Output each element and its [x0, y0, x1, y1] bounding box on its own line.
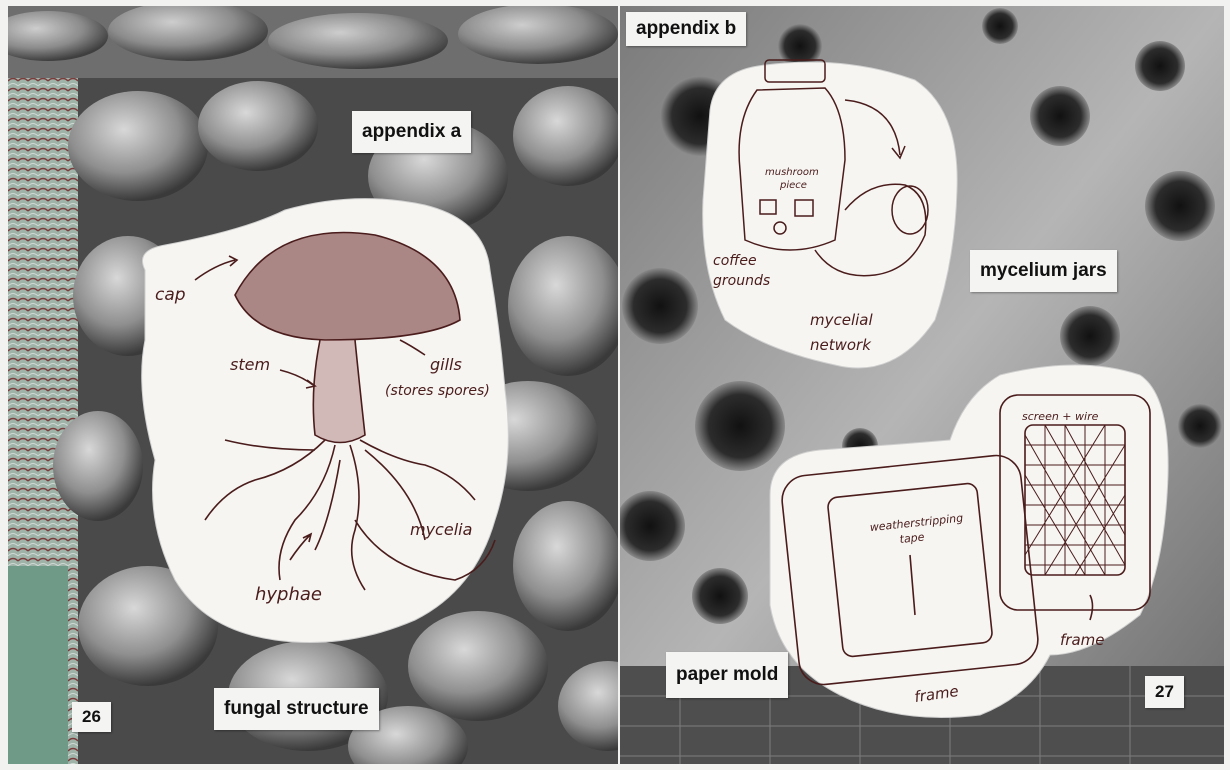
paper-mold-label: paper mold [666, 652, 788, 698]
label-gills: gills [430, 355, 462, 374]
label-network: network [810, 336, 872, 354]
label-stem: stem [230, 355, 270, 374]
mushroom-sketch-cutout: cap stem gills (stores spores) hyphae my… [125, 190, 515, 650]
label-mushroom: mushroom [765, 167, 819, 178]
stem-drawing [313, 340, 365, 443]
label-frame-right: frame [1060, 631, 1104, 649]
page-number-right: 27 [1145, 676, 1184, 708]
label-tape: tape [899, 530, 925, 546]
label-mycelial: mycelial [810, 311, 873, 329]
appendix-a-title: appendix a [352, 111, 471, 153]
mycelium-jars-label: mycelium jars [970, 250, 1117, 292]
label-coffee-grounds: grounds [713, 273, 770, 289]
label-gills-note: (stores spores) [385, 383, 490, 399]
label-mushroom-piece: piece [779, 180, 807, 191]
label-mycelia: mycelia [410, 520, 472, 539]
paper-mold-cutout: weatherstripping tape screen + wire fram… [760, 355, 1180, 725]
appendix-b-title: appendix b [626, 12, 746, 46]
paper-cutout [770, 365, 1168, 718]
mycelium-jars-cutout: mushroom piece coffee grounds mycelial n… [695, 50, 965, 380]
label-hyphae: hyphae [255, 584, 322, 605]
label-screen-wire: screen + wire [1022, 410, 1099, 423]
label-coffee: coffee [713, 253, 757, 269]
label-cap: cap [155, 285, 186, 305]
fungal-structure-caption: fungal structure [214, 688, 379, 730]
page-number-left: 26 [72, 702, 111, 732]
